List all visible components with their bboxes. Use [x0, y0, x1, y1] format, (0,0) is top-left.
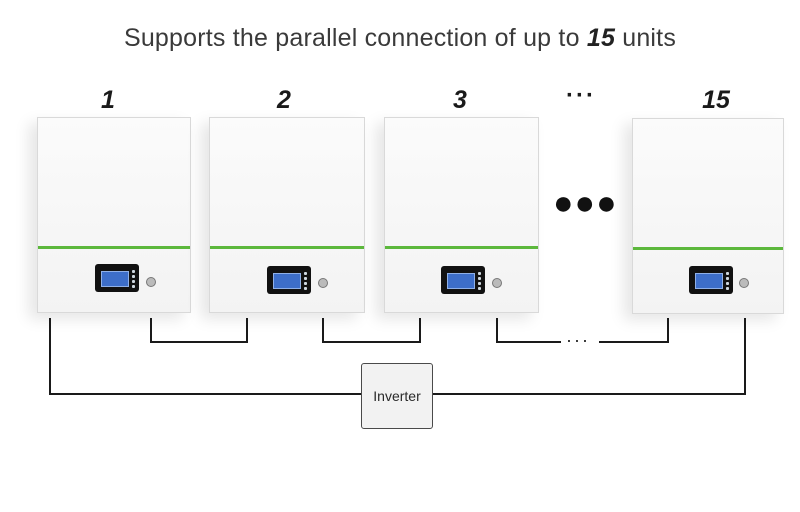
unit-number-3: 3 [453, 86, 467, 114]
status-stripe [385, 246, 538, 249]
inverter-box: Inverter [361, 363, 433, 429]
unit-number-2: 2 [277, 86, 291, 114]
parallel-link-2-3 [322, 318, 421, 343]
wire-ellipsis: ··· [566, 330, 590, 350]
power-switch-icon [739, 278, 749, 288]
parallel-link-3-n-left [496, 318, 561, 343]
parallel-link-1-2 [150, 318, 248, 343]
unit-number-1: 1 [101, 86, 115, 114]
lcd-screen [101, 271, 129, 287]
lcd-screen [273, 273, 301, 289]
unit-number-ellipsis: ··· [566, 82, 596, 109]
battery-unit-1 [37, 117, 191, 313]
status-stripe [210, 246, 364, 249]
power-switch-icon [318, 278, 328, 288]
status-stripe [38, 246, 190, 249]
battery-unit-2 [209, 117, 365, 313]
lcd-panel [267, 266, 311, 294]
parallel-link-3-n-right [599, 318, 669, 343]
lcd-screen [695, 273, 723, 289]
inverter-bus-left [49, 318, 361, 395]
battery-unit-15 [632, 118, 784, 314]
ellipsis-dots: ●●● [553, 184, 618, 222]
power-switch-icon [492, 278, 502, 288]
headline: Supports the parallel connection of up t… [0, 24, 800, 53]
status-stripe [633, 247, 783, 250]
inverter-bus-right [433, 318, 746, 395]
lcd-screen [447, 273, 475, 289]
headline-suffix: units [622, 24, 677, 52]
lcd-panel [441, 266, 485, 294]
headline-prefix: Supports the parallel connection of up t… [123, 24, 580, 52]
battery-unit-3 [384, 117, 539, 313]
unit-number-15: 15 [702, 86, 730, 114]
inverter-label: Inverter [373, 388, 421, 404]
lcd-panel [689, 266, 733, 294]
headline-count: 15 [586, 24, 616, 52]
lcd-panel [95, 264, 139, 292]
power-switch-icon [146, 277, 156, 287]
